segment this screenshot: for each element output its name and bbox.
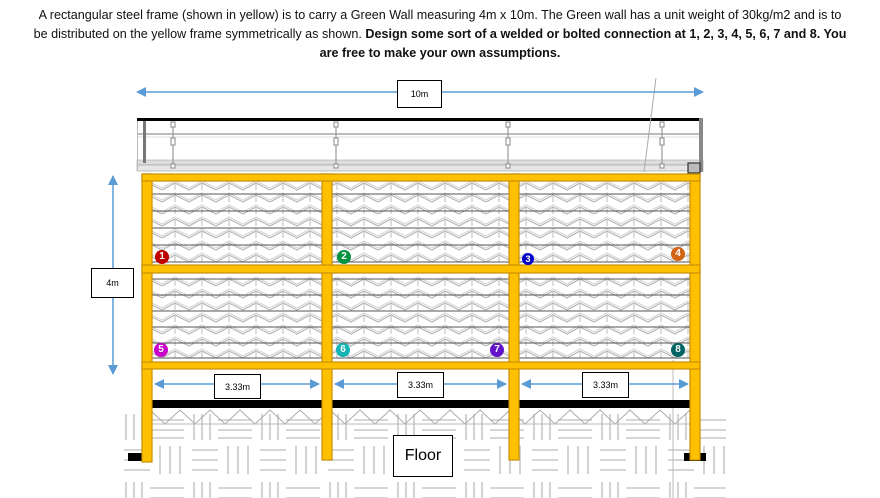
connection-marker-8: 8 [671,343,685,357]
connection-marker-3: 3 [522,253,534,265]
floor-label: Floor [393,435,453,477]
problem-line-2: be distributed on the yellow frame symme… [33,27,847,41]
floor-slab [150,400,690,408]
green-wall-modules [152,180,690,360]
connection-marker-6: 6 [336,343,350,357]
bay1-label: 3.33m [214,374,261,399]
connection-marker-7: 7 [490,343,504,357]
connection-marker-5: 5 [154,343,168,357]
height-label: 4m [91,268,134,298]
bay3-label: 3.33m [582,372,629,398]
connection-marker-1: 1 [155,250,169,264]
connection-marker-4: 4 [671,247,685,261]
steel-frame [141,173,701,463]
problem-statement: A rectangular steel frame (shown in yell… [0,6,880,63]
base-plate-left [128,453,150,461]
top-railing [136,77,704,174]
problem-line-1: A rectangular steel frame (shown in yell… [38,8,842,22]
bay2-label: 3.33m [397,372,444,398]
connection-marker-2: 2 [337,250,351,264]
width-label: 10m [397,80,442,108]
problem-line-3: are free to make your own assumptions. [319,46,561,60]
